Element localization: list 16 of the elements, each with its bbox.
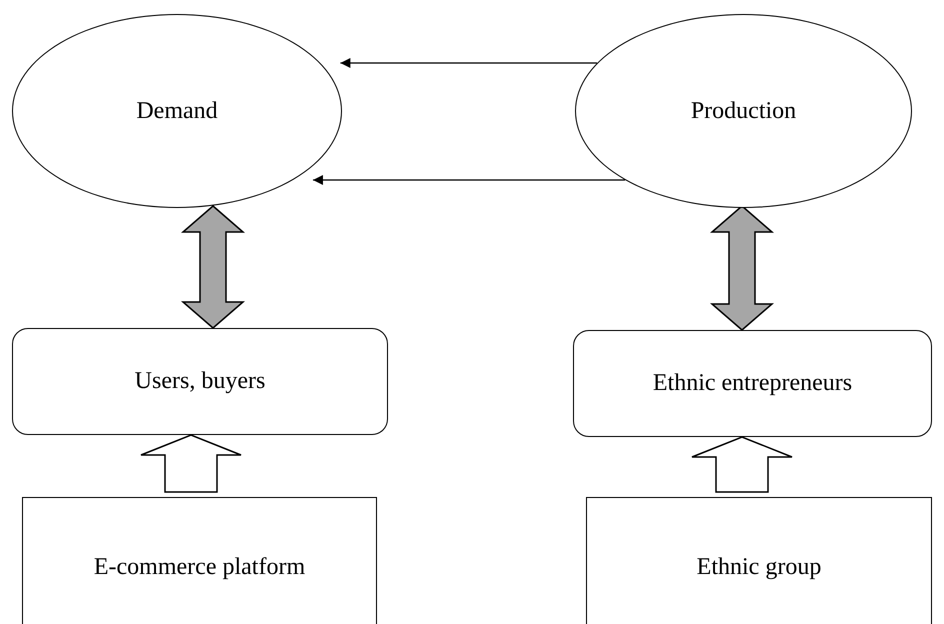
node-label: Ethnic entrepreneurs: [652, 370, 852, 397]
arrow: [340, 58, 598, 68]
process-box: [586, 497, 932, 624]
node-label: E-commerce platform: [94, 554, 306, 580]
rounded-box: [573, 330, 932, 437]
node-label: Ethnic group: [696, 554, 822, 580]
block-arrow: [140, 434, 242, 493]
block-arrow: [180, 205, 246, 329]
node-label: Demand: [136, 98, 218, 124]
process-box: [22, 497, 377, 624]
block-arrow: [710, 205, 774, 331]
block-arrow: [691, 436, 793, 493]
rounded-box: [12, 328, 388, 435]
node-label: Production: [690, 98, 796, 124]
node-label: Users, buyers: [134, 368, 266, 395]
arrow: [312, 175, 626, 185]
